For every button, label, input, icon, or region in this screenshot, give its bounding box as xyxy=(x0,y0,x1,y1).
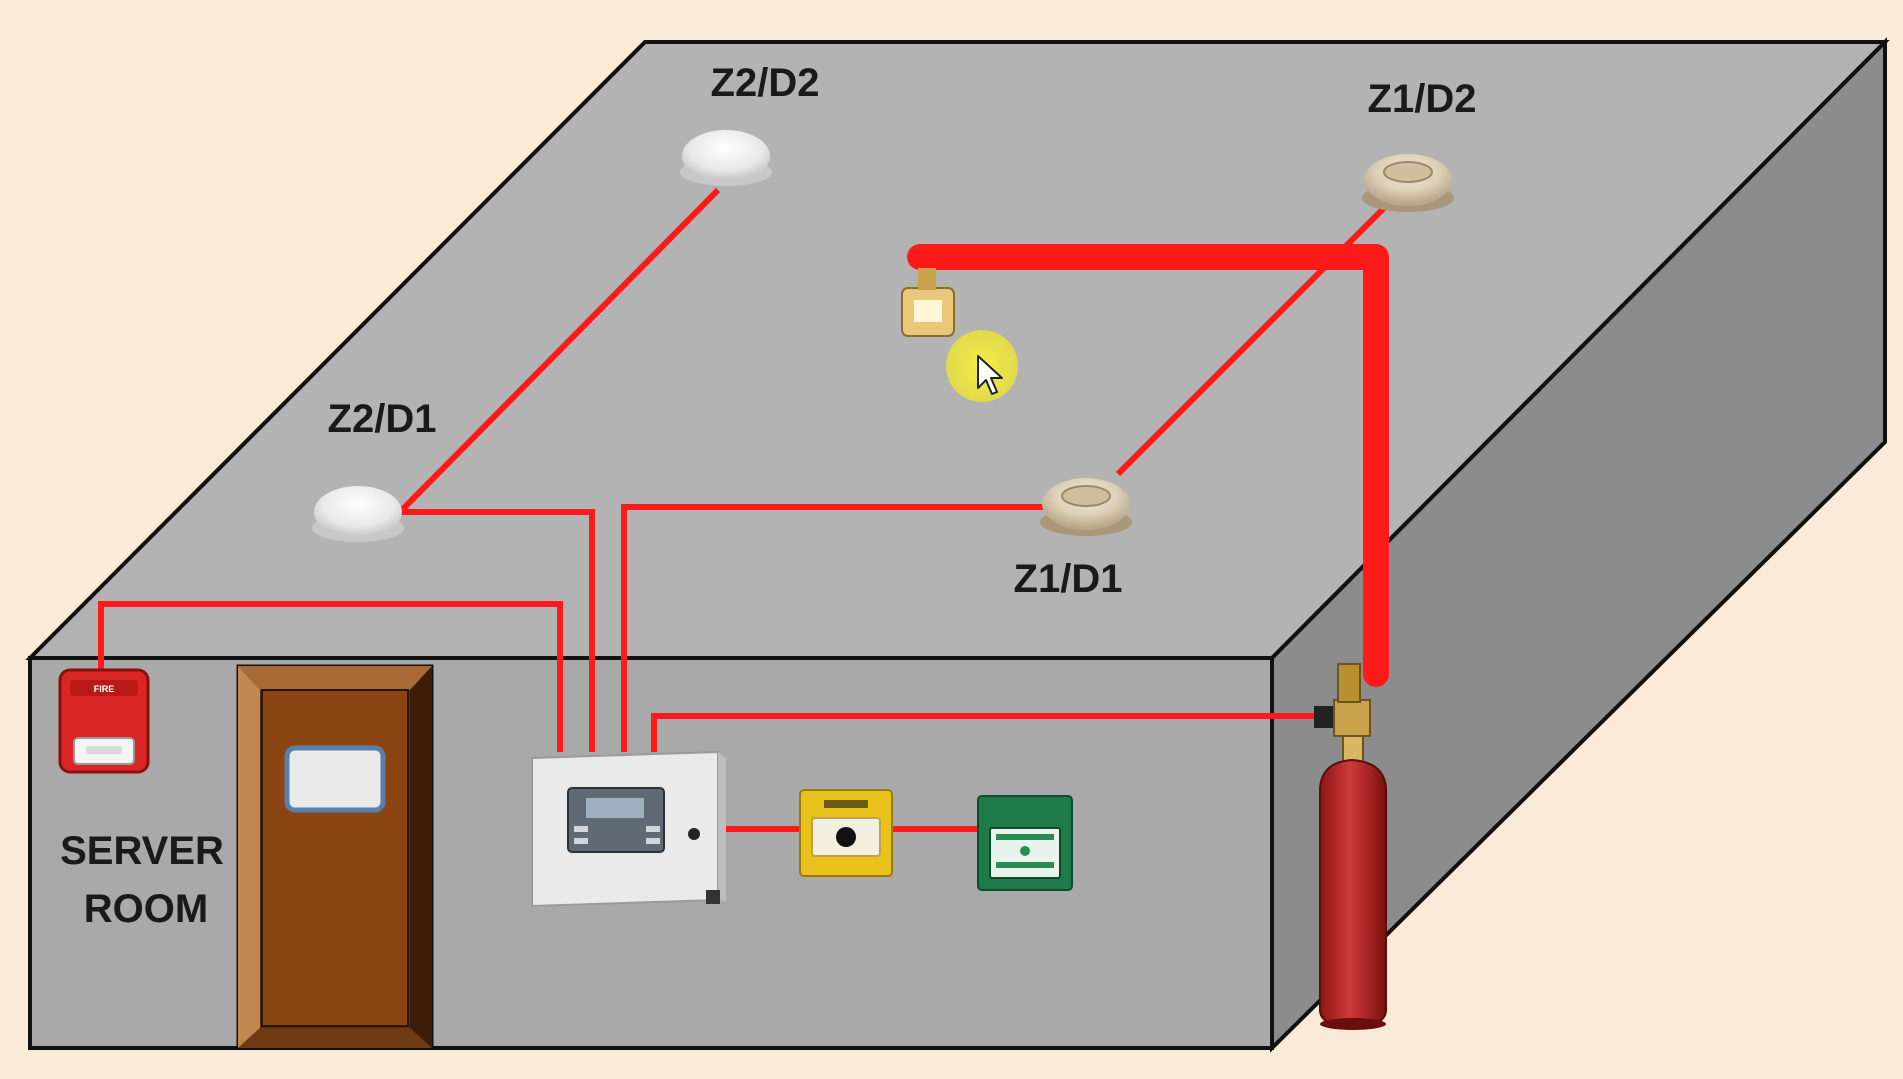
label-z1d1: Z1/D1 xyxy=(1014,557,1123,601)
door-window xyxy=(284,745,386,813)
wire-sounder xyxy=(98,601,563,752)
room-label-line2: ROOM xyxy=(84,887,208,931)
wire-zone2-b xyxy=(397,187,721,515)
cursor-highlight xyxy=(946,330,1018,402)
suppression-cylinder xyxy=(1314,663,1387,1030)
wire-zone2-a xyxy=(400,509,595,752)
detector-z1d1 xyxy=(1040,478,1132,536)
manual-release-station xyxy=(977,795,1073,891)
label-z2d2: Z2/D2 xyxy=(711,61,820,105)
detector-z2d2 xyxy=(680,130,772,186)
discharge-nozzle xyxy=(901,268,955,337)
wire-zone1-a xyxy=(621,504,1050,752)
sounder-text: FIRE xyxy=(94,684,115,694)
discharge-pipe xyxy=(907,244,1389,687)
label-z2d1: Z2/D1 xyxy=(328,397,437,441)
abort-switch xyxy=(799,789,893,877)
fire-alarm-control-panel xyxy=(531,750,726,908)
detector-z1d2 xyxy=(1362,154,1454,212)
server-room-door xyxy=(236,664,434,1050)
label-z1d2: Z1/D2 xyxy=(1368,77,1477,121)
detector-z2d1 xyxy=(312,486,404,542)
fire-sounder-strobe: FIRE xyxy=(58,668,150,774)
wire-release xyxy=(651,713,1332,752)
mouse-pointer-icon xyxy=(977,355,1003,395)
room-label-line1: SERVER xyxy=(60,829,224,873)
